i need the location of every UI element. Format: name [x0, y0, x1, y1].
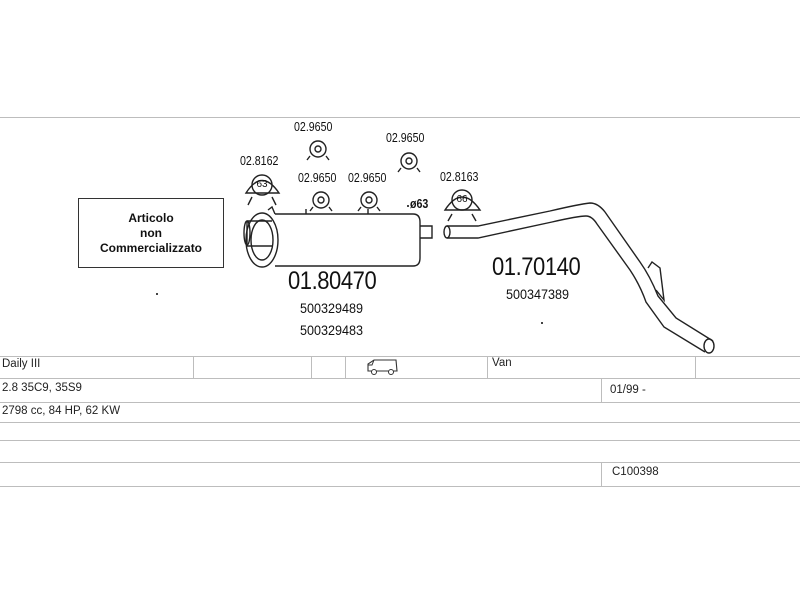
row1-divider-2 [311, 356, 312, 378]
tailpipe-ref-1: 500347389 [506, 286, 570, 302]
muffler-ref-1: 500329489 [300, 300, 364, 316]
catalog-code: C100398 [612, 466, 659, 478]
rubber-hanger-3-icon [309, 191, 333, 212]
van-icon [367, 359, 398, 375]
engine-spec: 2798 cc, 84 HP, 62 KW [2, 405, 121, 417]
clamp-left-label: 02.8162 [240, 154, 279, 168]
clamp-right-badge: 66 [456, 194, 468, 205]
tailpipe-part-number: 01.70140 [492, 253, 581, 281]
rubber-hanger-4-icon [357, 191, 381, 212]
notice-line-3: Commercializzato [99, 240, 203, 255]
tailpipe-icon [443, 202, 715, 354]
muffler-ref-2: 500329483 [300, 322, 364, 338]
not-commercialized-notice: Articolo non Commercializzato [78, 198, 224, 268]
top-border [0, 117, 800, 118]
clamp-left-badge: 63 [256, 179, 268, 190]
notice-line-1: Articolo [128, 210, 174, 225]
rubber-label-4: 02.9650 [348, 171, 387, 185]
table-line-7 [0, 486, 800, 487]
table-line-1 [0, 356, 800, 357]
date-range: 01/99 - [610, 384, 646, 396]
row1-divider-3 [345, 356, 346, 378]
rubber-label-1: 02.9650 [294, 120, 333, 134]
rubber-hanger-1-icon [306, 140, 330, 161]
table-line-4 [0, 422, 800, 423]
rubber-hanger-2-icon [397, 152, 421, 173]
row1-divider-1 [193, 356, 194, 378]
clamp-right-label: 02.8163 [440, 170, 479, 184]
row6-divider [601, 462, 602, 486]
diameter-label: ø63 [410, 197, 429, 211]
body-type: Van [492, 357, 512, 369]
table-line-5 [0, 440, 800, 441]
row1-divider-4 [487, 356, 488, 378]
vehicle-model: Daily III [2, 358, 41, 370]
clamp-right-icon [443, 189, 482, 222]
table-line-3 [0, 402, 800, 403]
table-line-2 [0, 378, 800, 379]
engine-variants: 2.8 35C9, 35S9 [2, 382, 82, 394]
muffler-part-number: 01.80470 [288, 267, 377, 295]
row2-divider [601, 378, 602, 402]
row1-divider-5 [695, 356, 696, 378]
table-line-6 [0, 462, 800, 463]
clamp-left-icon [244, 174, 281, 206]
notice-line-2: non [140, 225, 162, 240]
muffler-icon [243, 205, 433, 268]
rubber-label-2: 02.9650 [386, 131, 425, 145]
rubber-label-3: 02.9650 [298, 171, 337, 185]
